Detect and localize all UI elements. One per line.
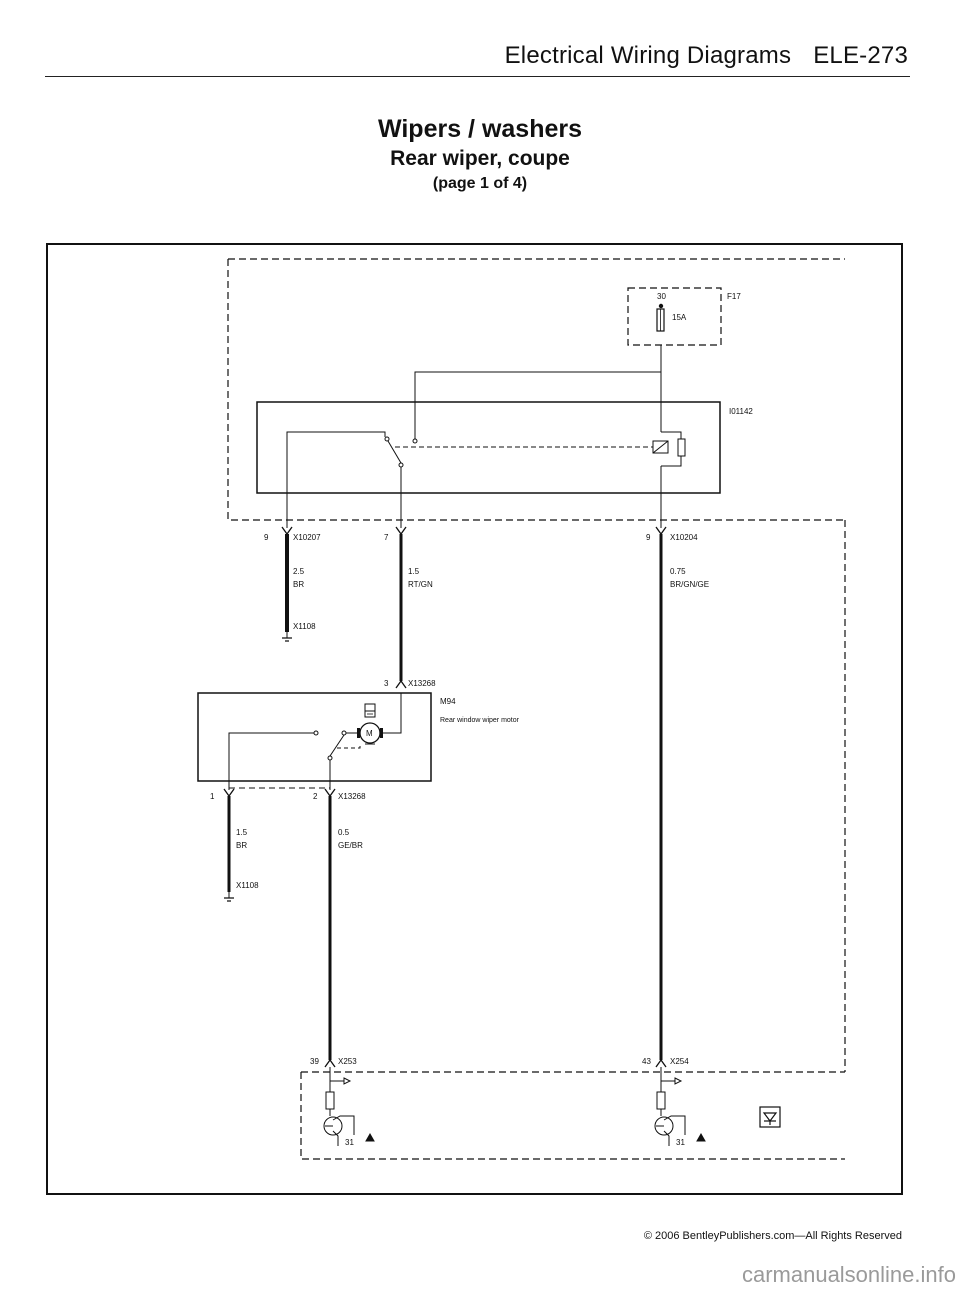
header-page-code: ELE-273 <box>813 42 908 69</box>
diagram-subtitle: Rear wiper, coupe <box>390 147 570 170</box>
wire-w5-color: GE/BR <box>338 841 363 850</box>
relay-name-label: I01142 <box>729 407 753 416</box>
page-header: Electrical Wiring Diagrams ELE-273 <box>0 0 960 80</box>
wire-w5-gauge: 0.5 <box>338 828 350 837</box>
internal-wiring <box>286 345 662 528</box>
connector-x13268-top-label: X13268 <box>408 679 436 688</box>
fuse-rating-label: 15A <box>672 313 687 322</box>
wire-w2-gauge: 1.5 <box>408 567 420 576</box>
wire-w1-color: BR <box>293 580 304 589</box>
diagram-frame <box>46 243 903 1195</box>
output-resistor-right <box>656 1091 666 1110</box>
connector-x253-label: X253 <box>338 1057 357 1066</box>
wire-0-5-ge-br: 0.5 GE/BR <box>328 796 363 1060</box>
ground-left-label: 31 <box>345 1138 354 1147</box>
wire-2-5-br: 2.5 BR X1108 <box>282 534 316 642</box>
fuse-name-label: F17 <box>727 292 741 301</box>
diagram-page-indicator: (page 1 of 4) <box>432 175 528 192</box>
output-stage-right: 31 <box>654 1067 706 1147</box>
wire-1-5-rt-gn: 1.5 RT/GN <box>399 534 433 681</box>
power-distribution-boundary <box>227 258 846 1072</box>
motor-description-label: Rear window wiper motor <box>440 717 520 724</box>
wire-w1-gauge: 2.5 <box>293 567 305 576</box>
connector-x13268-top-icon <box>395 679 407 689</box>
connector-x10207-pin: 9 <box>264 533 269 542</box>
ground-x1108-a-label: X1108 <box>293 622 316 631</box>
wire-w3-gauge: 0.75 <box>670 567 686 576</box>
connector-x13268-top: 3 X13268 <box>384 679 436 689</box>
relay-resistor-wire <box>661 431 682 439</box>
watermark: carmanualsonline.info <box>741 1262 956 1287</box>
wire-w2-color: RT/GN <box>408 580 433 589</box>
fuse-f17: 30 F17 15A <box>627 287 741 346</box>
relay-i01142: I01142 <box>256 401 753 494</box>
connector-x253: 39 X253 <box>310 1057 357 1068</box>
connector-x13268-bottom-pin-left: 1 <box>210 792 215 801</box>
connector-x253-icon <box>324 1058 336 1068</box>
relay-coil-diagonal <box>652 440 669 454</box>
output-resistor-left <box>325 1091 335 1110</box>
connector-x254-icon <box>655 1058 667 1068</box>
output-stage-left: 31 <box>323 1067 375 1147</box>
relay-box <box>256 401 721 494</box>
header-rule <box>45 76 910 77</box>
connector-x13268-bottom-label: X13268 <box>338 792 366 801</box>
motor-box <box>197 692 432 782</box>
diagram-title: Wipers / washers <box>377 115 583 143</box>
connector-x13268-bottom-icon-right <box>324 788 336 798</box>
diagram-titles: Wipers / washers Rear wiper, coupe (page… <box>0 115 960 193</box>
connector-x10207-icon <box>281 526 293 536</box>
ground-icon <box>696 1132 706 1142</box>
fuse-box-outline <box>627 287 722 346</box>
control-unit-icon <box>759 1106 781 1128</box>
ground-icon <box>365 1132 375 1142</box>
connector-x10207: 9 X10207 <box>264 526 321 542</box>
connector-x13268-top-pin: 3 <box>384 679 389 688</box>
connector-pin7-icon <box>395 526 407 536</box>
ground-x1108-b-label: X1108 <box>236 881 259 890</box>
relay-switch-blade <box>387 440 402 464</box>
connector-x253-pin: 39 <box>310 1057 319 1066</box>
copyright-footer: © 2006 BentleyPublishers.com—All Rights … <box>643 1230 902 1242</box>
ground-icon <box>282 637 292 642</box>
relay-resistor-wire-2 <box>661 456 682 467</box>
connector-x10204-pin: 9 <box>646 533 651 542</box>
wire-w3-color: BR/GN/GE <box>670 580 709 589</box>
wire-w4-gauge: 1.5 <box>236 828 248 837</box>
connector-x13268-bottom-icon-left <box>223 788 235 798</box>
fuse-terminal-dot <box>658 303 664 309</box>
connector-x254: 43 X254 <box>642 1057 689 1068</box>
connector-x10204: 9 X10204 <box>646 526 698 542</box>
connector-x254-label: X254 <box>670 1057 689 1066</box>
connector-x13268-bottom-pin-right: 2 <box>313 792 318 801</box>
fuse-terminal-label: 30 <box>657 292 666 301</box>
motor-m94: M94 Rear window wiper motor M <box>197 692 520 790</box>
wire-1-5-br-lower: 1.5 BR X1108 <box>224 796 259 902</box>
connector-x13268-bottom: 1 2 X13268 <box>210 788 366 801</box>
wire-w4-color: BR <box>236 841 247 850</box>
relay-switch-contact-a <box>384 436 390 442</box>
relay-resistor <box>677 438 686 457</box>
relay-switch-contact-b <box>412 438 418 444</box>
wire-0-75-br-gn-ge: 0.75 BR/GN/GE <box>659 534 709 1060</box>
connector-x10204-icon <box>655 526 667 536</box>
ground-right-label: 31 <box>676 1138 685 1147</box>
relay-switch-contact-c <box>398 462 404 468</box>
header-section: Electrical Wiring Diagrams <box>504 42 792 69</box>
header-text: Electrical Wiring Diagrams ELE-273 <box>483 42 908 70</box>
connector-x254-pin: 43 <box>642 1057 651 1066</box>
connector-pin7-label: 7 <box>384 533 389 542</box>
connector-x10207-label: X10207 <box>293 533 321 542</box>
motor-symbol-label: M <box>366 729 373 738</box>
motor-name-label: M94 <box>440 697 456 706</box>
ground-icon <box>224 897 234 902</box>
control-unit-boundary <box>300 1071 845 1160</box>
connector-pin-7: 7 <box>384 526 407 542</box>
connector-x10204-label: X10204 <box>670 533 698 542</box>
